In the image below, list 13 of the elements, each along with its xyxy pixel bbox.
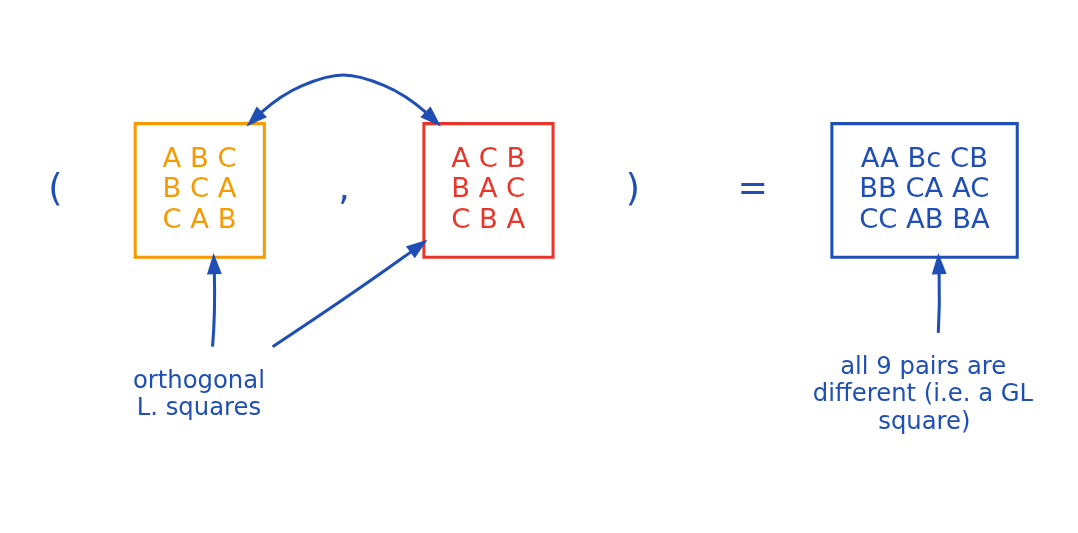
node-box: AA Bc CB BB CA AC CC AB BA	[830, 122, 1019, 259]
label: ,	[338, 165, 350, 209]
node-box: A C B B A C C B A	[422, 122, 555, 259]
label: =	[737, 165, 769, 209]
arrow	[931, 253, 947, 333]
node-text: all 9 pairs are different (i.e. a GL square)	[812, 351, 1034, 435]
label: (	[48, 165, 63, 209]
arrow	[206, 253, 222, 347]
node-box: A B C B C A C A B	[133, 122, 266, 259]
arrow	[246, 73, 441, 127]
node-text: orthogonal L. squares	[132, 364, 265, 422]
arrow	[271, 239, 428, 349]
label: )	[625, 165, 640, 209]
